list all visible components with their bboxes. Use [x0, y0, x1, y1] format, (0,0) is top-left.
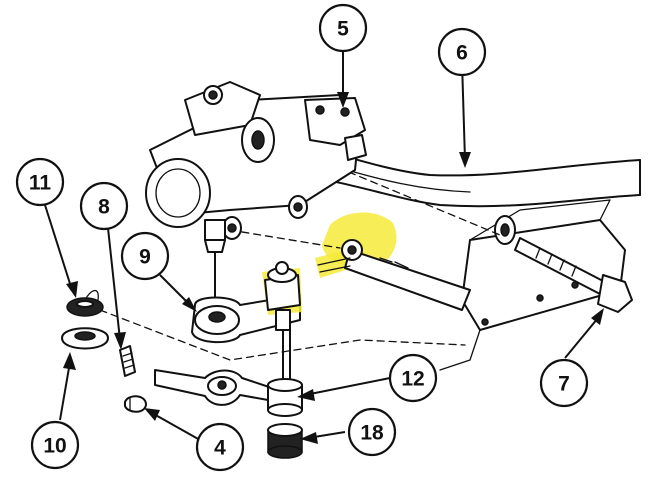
callout-5-label: 5: [337, 18, 349, 41]
idler-bushing: [267, 378, 303, 417]
tie-rod: [317, 239, 471, 311]
callout-11-label: 11: [29, 172, 52, 195]
mounting-bolt: [514, 237, 633, 313]
callout-9-label: 9: [139, 246, 151, 269]
callout-7: 7: [539, 358, 589, 408]
callout-11: 11: [15, 157, 65, 207]
callout-12-label: 12: [401, 368, 424, 391]
callout-5: 5: [318, 3, 368, 53]
callout-6-label: 6: [456, 42, 468, 65]
callout-18-label: 18: [360, 422, 384, 445]
castle-nut: [267, 423, 303, 459]
highlight-idler-arm: [262, 261, 302, 331]
callout-4-label: 4: [214, 437, 226, 460]
idler-shaft: [282, 329, 291, 386]
callout-6: 6: [437, 27, 487, 77]
cotter-pin: [119, 345, 136, 377]
center-link: [154, 369, 273, 406]
callout-7-label: 7: [558, 373, 570, 396]
steering-gear: [145, 81, 367, 253]
callout-9: 9: [120, 231, 170, 281]
crossmember: [439, 199, 626, 371]
callout-10-label: 10: [43, 435, 66, 458]
leader-lines: [44, 52, 604, 444]
retaining-clip: [124, 395, 147, 413]
callout-18: 18: [347, 407, 397, 457]
callout-10: 10: [30, 420, 80, 470]
callout-8: 8: [79, 181, 129, 231]
callout-8-label: 8: [98, 196, 110, 219]
washer-assembly: [61, 289, 109, 350]
callout-12: 12: [388, 353, 438, 403]
callout-4: 4: [195, 422, 245, 472]
